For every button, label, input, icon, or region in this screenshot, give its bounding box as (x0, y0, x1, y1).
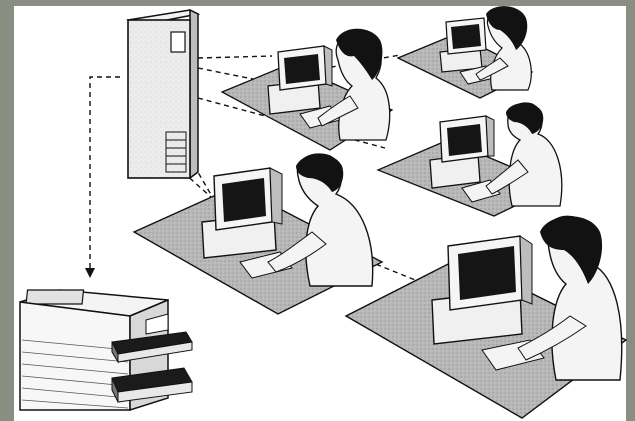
server-tower (128, 10, 198, 178)
computer-monitor (440, 18, 486, 72)
printer (20, 290, 192, 410)
